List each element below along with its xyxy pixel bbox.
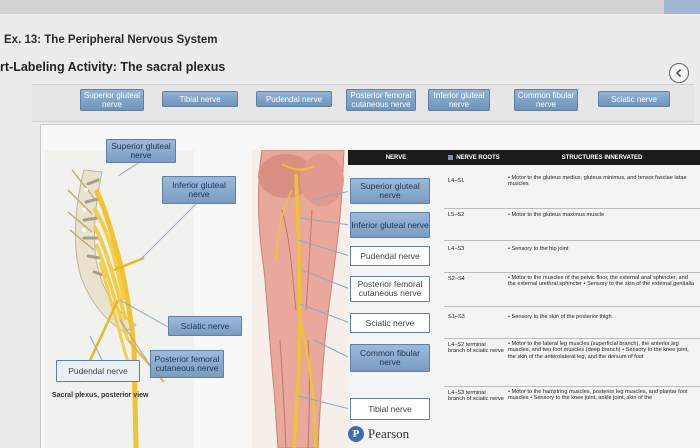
target-row-pudendal[interactable]: Pudendal nerve (350, 246, 430, 266)
back-button[interactable] (669, 63, 689, 83)
target-row-inferior-gluteal[interactable]: Inferior gluteal nerve (350, 212, 430, 238)
label-chip-posterior-femoral[interactable]: Posterior femoral cutaneous nerve (346, 89, 416, 111)
target-row-tibial[interactable]: Tibial nerve (350, 398, 430, 420)
row-structures: • Sensory to the hip joint (508, 246, 569, 252)
row-structures: • Motor to the muscles of the pelvic flo… (508, 275, 695, 288)
row-divider (444, 208, 700, 209)
target-inferior-gluteal[interactable]: Inferior gluteal nerve (162, 176, 236, 204)
row-roots: L4–S3 terminal branch of sciatic nerve (448, 390, 504, 403)
target-pudendal[interactable]: Pudendal nerve (56, 360, 140, 382)
header-nerve: NERVE (348, 150, 444, 165)
activity-title: rt-Labeling Activity: The sacral plexus (0, 60, 226, 74)
header-nerve-roots: NERVE ROOTS (444, 150, 504, 165)
row-divider (444, 338, 700, 339)
row-divider (444, 386, 700, 387)
figure-caption: Sacral plexus, posterior view (52, 392, 149, 399)
row-roots: L5–S2 (448, 212, 465, 218)
header-structures: STRUCTURES INNERVATED (504, 150, 700, 165)
label-bank: Superior gluteal nerve Tibial nerve Pude… (32, 84, 694, 122)
row-divider (444, 240, 700, 241)
target-row-posterior-femoral[interactable]: Posterior femoral cutaneous nerve (350, 276, 430, 302)
browser-top-strip (0, 0, 700, 14)
leg-illustration (252, 149, 348, 448)
label-chip-tibial[interactable]: Tibial nerve (162, 91, 238, 107)
row-structures: • Motor to the gluteus medius, gluteus m… (508, 175, 687, 188)
row-structures: • Motor to the hamstring muscles, poster… (508, 389, 688, 402)
row-structures: • Sensory to the skin of the posterior t… (508, 314, 612, 320)
row-roots: S2–S4 (448, 276, 465, 282)
label-chip-sciatic[interactable]: Sciatic nerve (598, 91, 670, 107)
target-sciatic[interactable]: Sciatic nerve (168, 316, 242, 336)
row-roots: L4–S3 (448, 246, 465, 252)
label-chip-common-fibular[interactable]: Common fibular nerve (514, 89, 578, 111)
pearson-p-icon: P (348, 426, 364, 442)
label-chip-inferior-gluteal[interactable]: Inferior gluteal nerve (428, 89, 490, 111)
header-nerve-roots-label: NERVE ROOTS (456, 154, 500, 161)
chevron-left-icon (675, 68, 682, 78)
pearson-logo: P Pearson (348, 426, 409, 442)
target-row-common-fibular[interactable]: Common fibular nerve (350, 344, 430, 372)
row-structures: • Motor to the lateral leg muscles (supe… (508, 341, 689, 360)
nerve-roots-icon (448, 155, 454, 160)
row-structures: • Motor to the gluteus maximus muscle (508, 212, 605, 218)
pearson-brand-text: Pearson (368, 426, 410, 441)
row-divider (444, 306, 700, 307)
target-row-sciatic[interactable]: Sciatic nerve (350, 313, 430, 333)
row-divider (444, 272, 700, 273)
target-row-superior-gluteal[interactable]: Superior gluteal nerve (350, 178, 430, 204)
label-chip-pudendal[interactable]: Pudendal nerve (256, 91, 332, 107)
row-roots: L4–S2 terminal branch of sciatic nerve (448, 342, 504, 355)
target-superior-gluteal[interactable]: Superior gluteal nerve (106, 139, 176, 163)
browser-corner-accent (664, 0, 700, 14)
label-chip-superior-gluteal[interactable]: Superior gluteal nerve (80, 89, 144, 111)
row-roots: L4–S1 (448, 178, 465, 184)
exercise-title: Ex. 13: The Peripheral Nervous System (4, 34, 218, 46)
target-posterior-femoral[interactable]: Posterior femoral cutaneous nerve (150, 350, 224, 378)
row-roots: S1–S3 (448, 314, 465, 320)
